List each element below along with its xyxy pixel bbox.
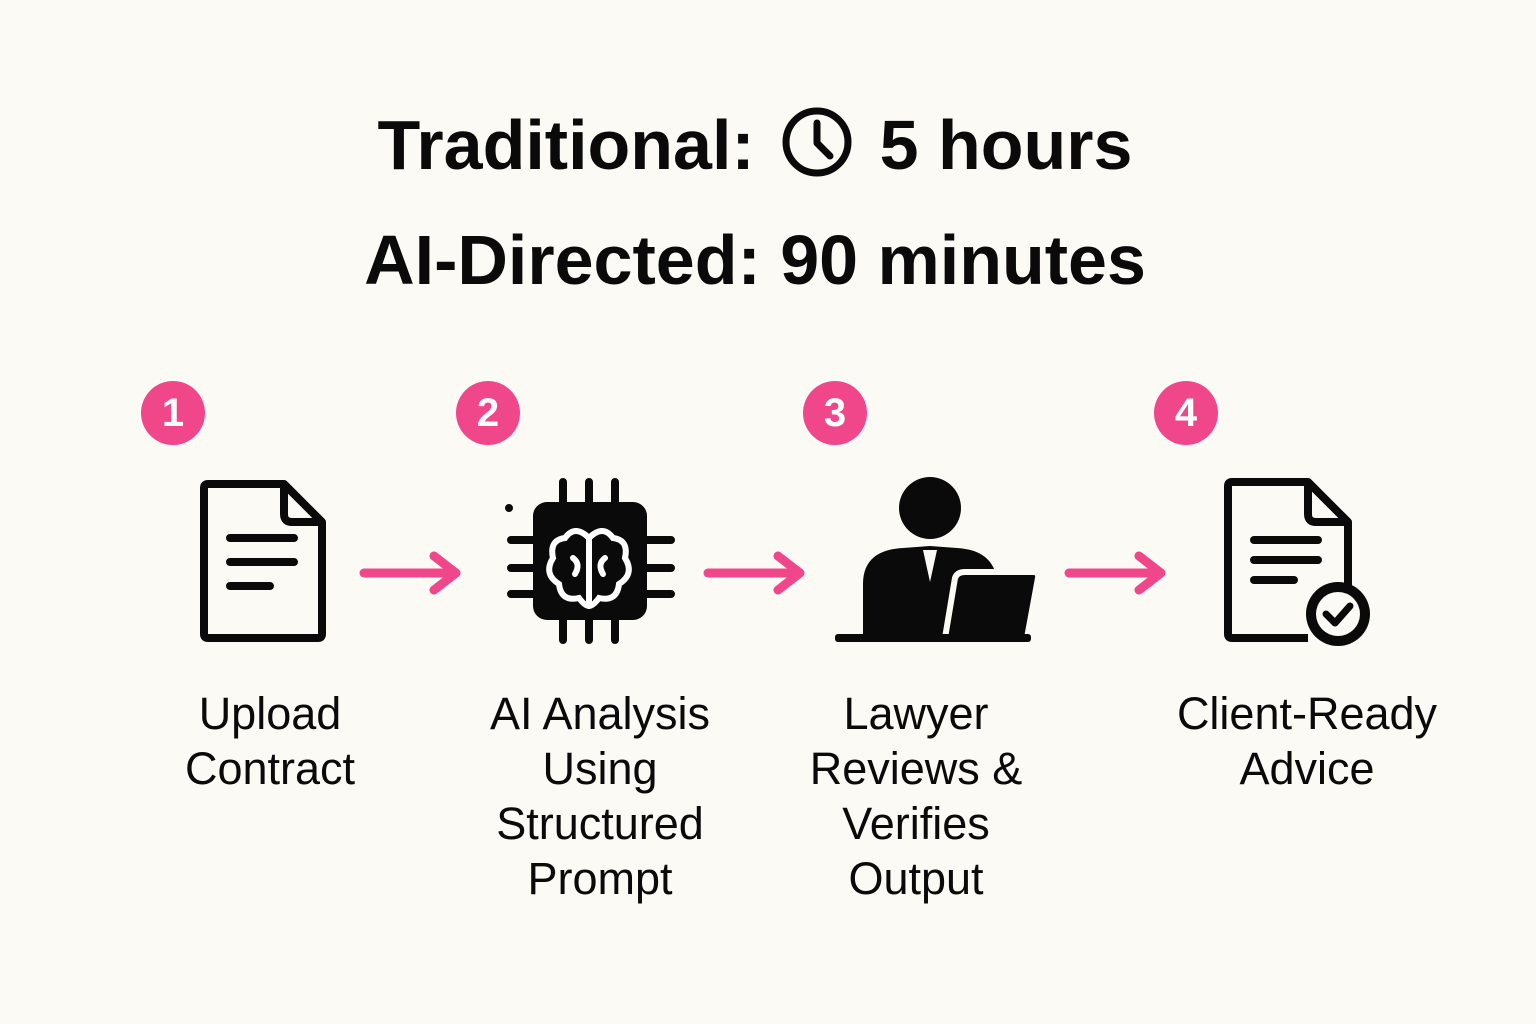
traditional-time: 5 hours bbox=[879, 106, 1133, 184]
step-badge-2: 2 bbox=[456, 381, 520, 445]
arrow-right-icon-3 bbox=[1064, 551, 1166, 595]
step-label-3: Lawyer Reviews & Verifies Output bbox=[809, 688, 1023, 904]
document-icon bbox=[200, 480, 326, 642]
step-label-2: AI Analysis Using Structured Prompt bbox=[489, 688, 711, 904]
step-label-4: Client-Ready Advice bbox=[1176, 688, 1438, 794]
lawyer-laptop-icon bbox=[835, 477, 1041, 642]
document-check-icon bbox=[1224, 478, 1370, 646]
arrow-right-icon-2 bbox=[703, 551, 805, 595]
traditional-time-line: Traditional: 5 hours bbox=[0, 105, 1510, 185]
step-badge-3: 3 bbox=[803, 381, 867, 445]
step-badge-4: 4 bbox=[1154, 381, 1218, 445]
step-badge-1: 1 bbox=[141, 381, 205, 445]
ai-chip-brain-icon bbox=[505, 478, 675, 644]
clock-icon bbox=[782, 107, 852, 177]
traditional-label: Traditional: bbox=[377, 106, 755, 184]
step-label-1: Upload Contract bbox=[184, 688, 356, 794]
ai-directed-time-line: AI-Directed: 90 minutes bbox=[364, 221, 1146, 299]
arrow-right-icon-1 bbox=[359, 551, 461, 595]
